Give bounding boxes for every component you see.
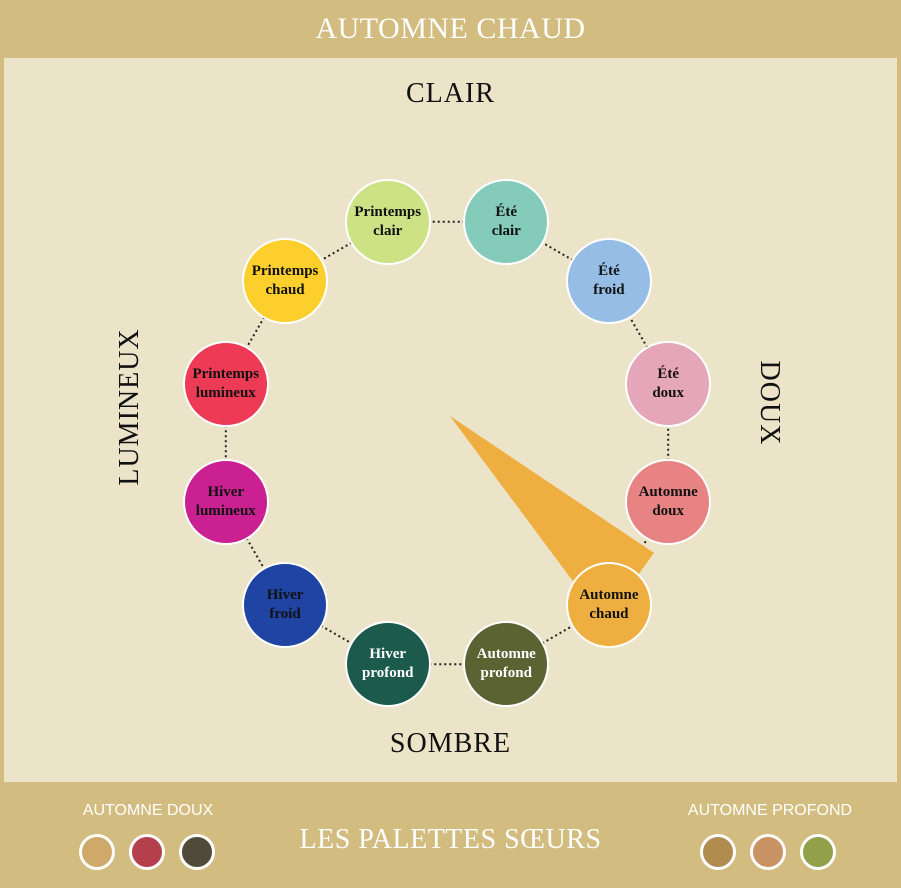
season-label: Été doux	[652, 365, 685, 401]
season-label: Printemps chaud	[251, 263, 319, 299]
axis-label-sombre: SOMBRE	[389, 728, 512, 759]
palette-swatch	[800, 834, 836, 870]
season-label: Hiver profond	[362, 646, 414, 682]
season-circle: Printemps lumineux	[182, 340, 269, 427]
sister-palettes-title: LES PALETTES SŒURS	[299, 824, 602, 855]
season-circle: Printemps clair	[344, 178, 431, 265]
season-label: Printemps clair	[354, 203, 422, 239]
axis-label-lumineux: LUMINEUX	[114, 328, 145, 486]
season-circle: Été doux	[625, 340, 712, 427]
palette-swatch	[700, 834, 736, 870]
page-title: AUTOMNE CHAUD	[315, 12, 586, 45]
season-circle: Été froid	[565, 238, 652, 325]
season-circle: Automne chaud	[565, 561, 652, 648]
season-circle: Printemps chaud	[242, 238, 329, 325]
season-label: Automne chaud	[579, 586, 639, 622]
season-circle: Automne profond	[463, 621, 550, 708]
palette-swatch	[129, 834, 165, 870]
axis-label-clair: CLAIR	[406, 78, 495, 109]
season-label: Printemps lumineux	[192, 365, 260, 401]
season-label: Hiver froid	[266, 586, 304, 622]
sister-palettes-footer: AUTOMNE DOUX LES PALETTES SŒURS AUTOMNE …	[0, 782, 901, 888]
palette-swatch	[79, 834, 115, 870]
season-circle: Hiver profond	[344, 621, 431, 708]
season-label: Automne doux	[638, 484, 698, 520]
season-label: Automne profond	[476, 646, 536, 682]
season-circle: Automne doux	[625, 459, 712, 546]
axis-label-doux: DOUX	[754, 360, 785, 446]
season-circle: Été clair	[463, 178, 550, 265]
season-circle: Hiver froid	[242, 561, 329, 648]
season-circle: Hiver lumineux	[182, 459, 269, 546]
left-palette-label: AUTOMNE DOUX	[82, 802, 214, 819]
right-palette-label: AUTOMNE PROFOND	[687, 802, 853, 819]
palette-swatch	[179, 834, 215, 870]
season-label: Été clair	[491, 203, 521, 239]
color-wheel-panel: CLAIR SOMBRE LUMINEUX DOUX Printemps cla…	[4, 58, 897, 782]
palette-swatch	[750, 834, 786, 870]
season-label: Été froid	[593, 263, 625, 299]
season-label: Hiver lumineux	[195, 484, 256, 520]
